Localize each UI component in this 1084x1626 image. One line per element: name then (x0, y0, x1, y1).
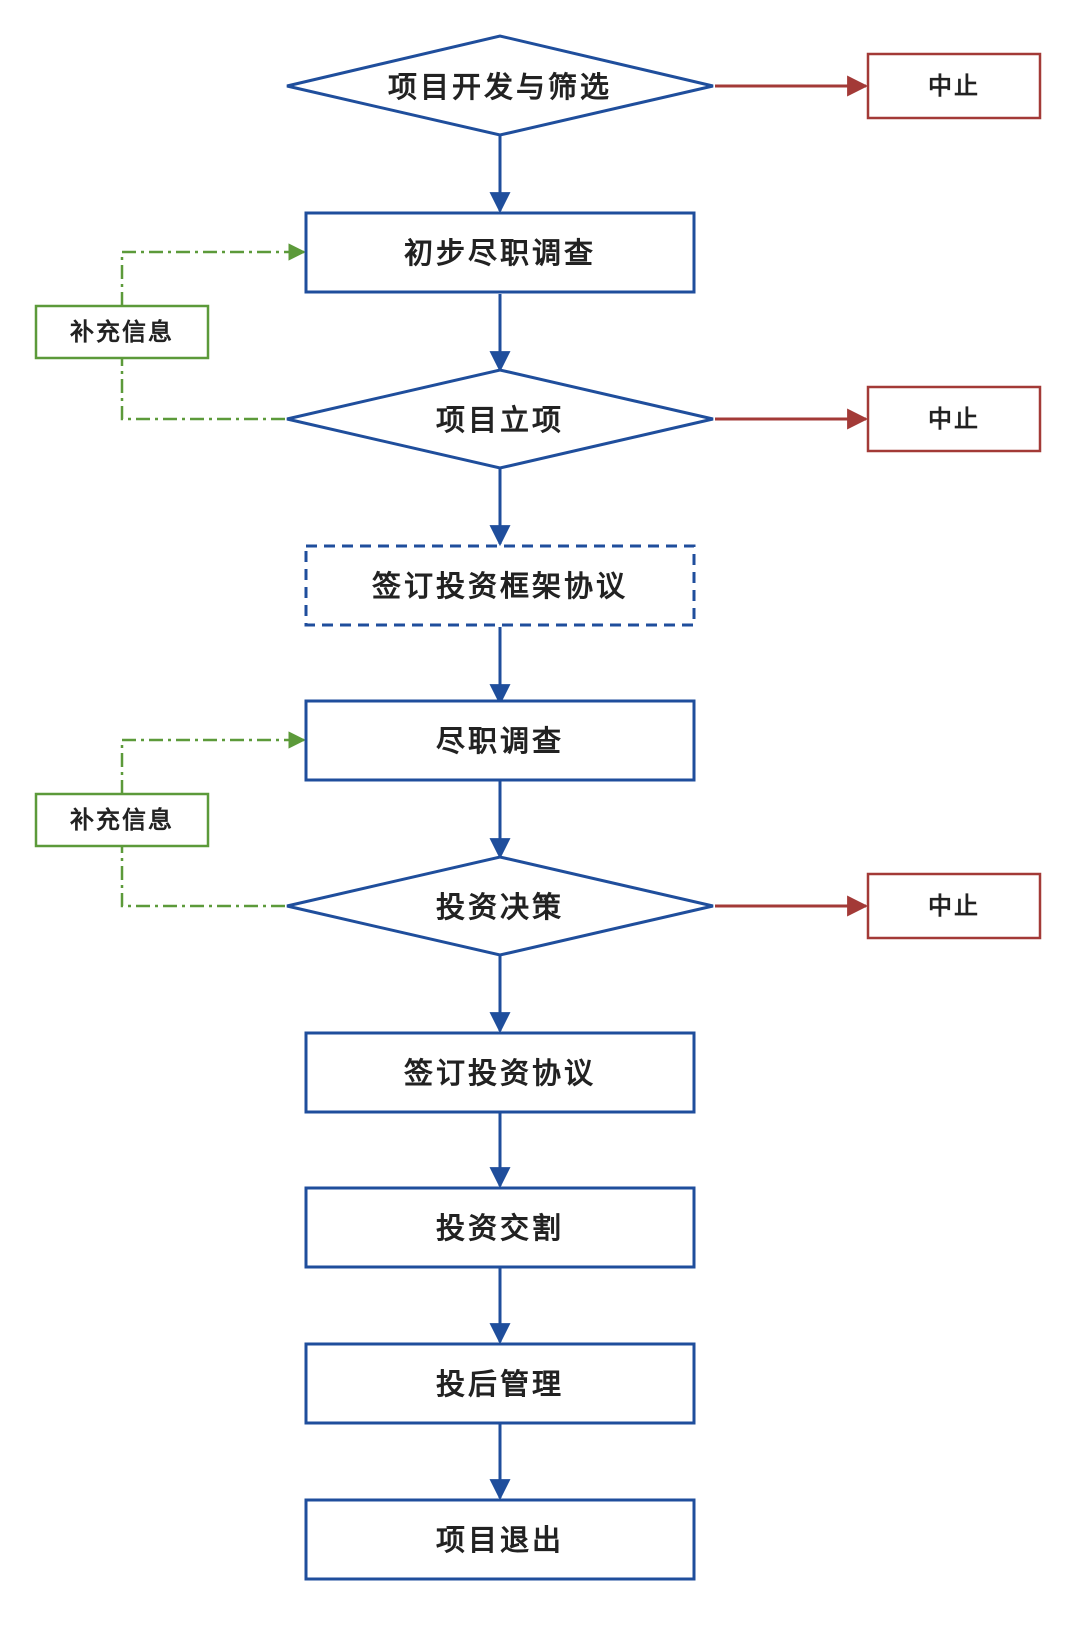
feedback-connectors (120, 243, 306, 908)
supplement-box (34, 792, 210, 848)
stop-box-2-label: 中止 (928, 405, 980, 433)
feedback-loop-1-upper (120, 243, 306, 306)
decision-diamond (286, 34, 714, 137)
node-investment-agreement: 签订投资协议 (304, 1031, 696, 1114)
supplement-box-2: 补充信息 (34, 792, 210, 848)
node-post-management: 投后管理 (304, 1342, 696, 1425)
node-closing: 投资交割 (304, 1186, 696, 1269)
node-framework-agreement: 签订投资框架协议 (304, 544, 696, 627)
node-approval: 项目立项 (286, 368, 714, 470)
node-decision: 投资决策 (286, 855, 714, 957)
supplement-box-1-label: 补充信息 (70, 318, 174, 346)
stop-box (866, 52, 1042, 120)
stop-box-2: 中止 (866, 385, 1042, 453)
node-preliminary-dd-label: 初步尽职调查 (404, 236, 596, 270)
stop-box (866, 385, 1042, 453)
process-box (304, 1342, 696, 1425)
feedback-loop-1-lower (120, 358, 285, 421)
node-due-diligence-label: 尽职调查 (436, 724, 564, 758)
supplement-box-1: 补充信息 (34, 304, 210, 360)
decision-diamond (286, 855, 714, 957)
node-screening-label: 项目开发与筛选 (388, 70, 612, 104)
node-framework-agreement-label: 签订投资框架协议 (372, 569, 628, 603)
node-investment-agreement-label: 签订投资协议 (404, 1056, 596, 1090)
node-exit-label: 项目退出 (436, 1523, 564, 1557)
stop-box (866, 872, 1042, 940)
optional-process-box (304, 544, 696, 627)
node-screening: 项目开发与筛选 (286, 34, 714, 137)
stop-box-3-label: 中止 (928, 892, 980, 920)
process-box (304, 211, 696, 294)
process-box (304, 1031, 696, 1114)
stop-box-1: 中止 (866, 52, 1042, 120)
node-preliminary-dd: 初步尽职调查 (304, 211, 696, 294)
feedback-loop-2-upper (120, 731, 306, 794)
supplement-box (34, 304, 210, 360)
node-exit: 项目退出 (304, 1498, 696, 1581)
stop-connectors (715, 75, 869, 917)
stop-box-1-label: 中止 (928, 72, 980, 100)
node-decision-label: 投资决策 (436, 890, 564, 924)
node-approval-label: 项目立项 (436, 403, 564, 437)
process-box (304, 1498, 696, 1581)
decision-diamond (286, 368, 714, 470)
node-due-diligence: 尽职调查 (304, 699, 696, 782)
stop-box-3: 中止 (866, 872, 1042, 940)
process-box (304, 1186, 696, 1269)
feedback-loop-2-lower (120, 846, 285, 908)
node-post-management-label: 投后管理 (436, 1367, 564, 1401)
process-box (304, 699, 696, 782)
node-closing-label: 投资交割 (436, 1211, 564, 1245)
supplement-box-2-label: 补充信息 (70, 806, 174, 834)
